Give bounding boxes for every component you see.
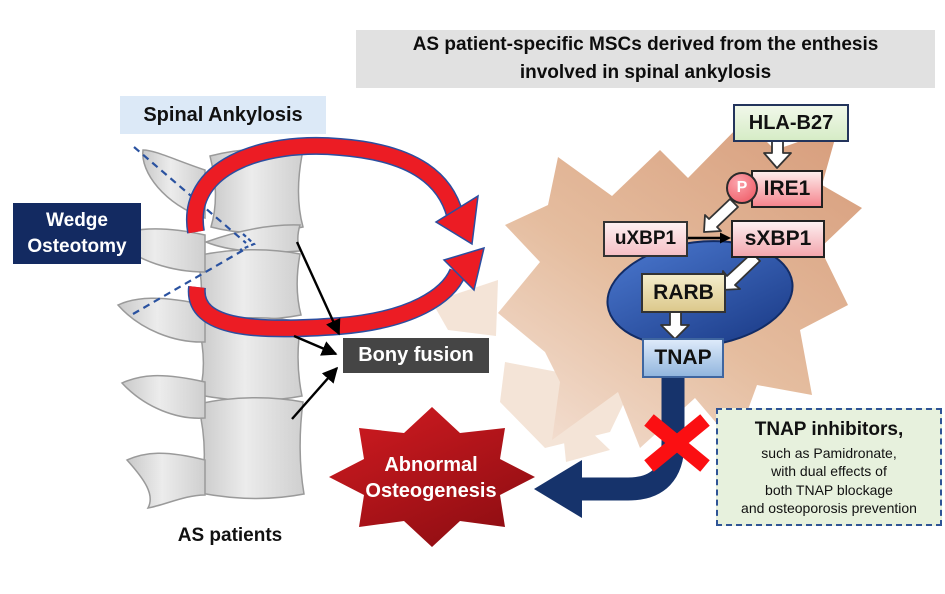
pathway-block-arrows: [660, 139, 792, 340]
red-x-icon: [644, 414, 710, 472]
node-rarb: RARB: [641, 273, 726, 313]
vertebra-body: [197, 396, 305, 500]
osteotomy-cut-lines: [132, 146, 257, 315]
spinous-process: [125, 452, 206, 510]
tnap-inhibitors-body: such as Pamidronate, with dual effects o…: [741, 444, 917, 516]
wedge-osteotomy-label: Wedge Osteotomy: [13, 203, 141, 264]
node-tnap: TNAP: [642, 338, 724, 378]
arrow-ire1-to-xbp1: [703, 198, 739, 233]
bony-fusion-arrows: [291, 241, 341, 420]
spinous-process: [116, 297, 206, 343]
bony-fusion-label: Bony fusion: [343, 338, 489, 373]
tnap-inhibitors-box: TNAP inhibitors, such as Pamidronate, wi…: [716, 408, 942, 526]
abnormal-osteogenesis-label: Abnormal Osteogenesis: [365, 454, 497, 502]
node-uxbp1: uXBP1: [603, 221, 688, 257]
arrow-hla-to-ire1: [763, 139, 792, 169]
arrow-sxbp1-to-rarb: [720, 252, 761, 291]
spinal-ankylosis-label: Spinal Ankylosis: [120, 96, 326, 134]
spinous-process: [120, 374, 206, 419]
vertebra-body: [197, 316, 303, 402]
node-hla-b27: HLA-B27: [733, 104, 849, 142]
tnap-inhibitors-title: TNAP inhibitors,: [754, 418, 904, 440]
as-patients-label: AS patients: [177, 525, 283, 546]
spine-illustration: [112, 148, 305, 510]
node-ire1: IRE1: [751, 170, 823, 208]
node-sxbp1: sXBP1: [731, 220, 825, 258]
top-banner: AS patient-specific MSCs derived from th…: [356, 30, 935, 88]
phosphorylation-badge: P: [726, 172, 758, 204]
star-burst: [329, 407, 535, 547]
arrow-uxbp1-to-sxbp1: [688, 232, 731, 244]
arrow-rarb-to-tnap: [660, 311, 690, 340]
